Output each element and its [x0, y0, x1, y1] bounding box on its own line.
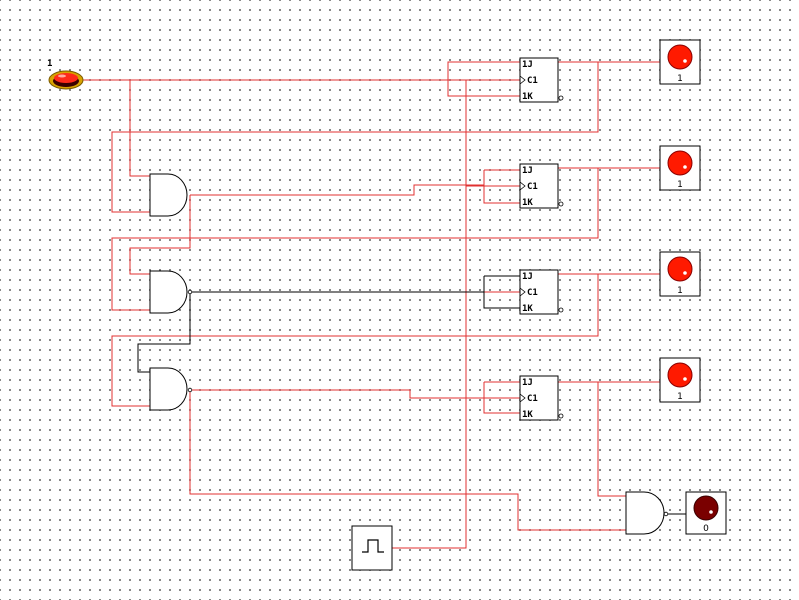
ff2-k-label: 1K: [522, 198, 533, 208]
output-lamp-2: 1: [659, 145, 701, 191]
wire-k1-tie: [447, 80, 520, 97]
wire-and3-ff4: [190, 389, 484, 399]
output-lamp-5: 0: [685, 491, 727, 535]
lamp5-value: 0: [703, 524, 709, 534]
wire-q2-and2: [111, 168, 599, 311]
wire-ff2-jk: [483, 170, 520, 204]
ff3-k-label: 1K: [522, 304, 533, 314]
ff4-k-label: 1K: [522, 410, 533, 420]
ff1-c-label: C1: [527, 76, 538, 86]
ff4-c-label: C1: [527, 394, 538, 404]
lamp4-value: 1: [677, 392, 683, 402]
wire-and3-and4: [189, 390, 626, 531]
wire-clock-bus: [392, 79, 520, 549]
ff1-j-label: 1J: [522, 60, 533, 70]
ff3-j-label: 1J: [522, 272, 533, 282]
jk-flipflop-2: 1J C1 1K: [519, 163, 564, 209]
wire-j1-tie: [447, 61, 520, 80]
output-lamp-4: 1: [659, 357, 701, 403]
wire-switch-and1: [129, 80, 150, 177]
output-lamp-1: 1: [659, 39, 701, 85]
wire-and2-and3: [137, 292, 191, 373]
ff2-c-label: C1: [527, 182, 538, 192]
ff2-j-label: 1J: [522, 166, 533, 176]
clock-generator[interactable]: [351, 525, 393, 571]
active-wires: [82, 61, 662, 549]
jk-flipflop-4: 1J C1 1K: [519, 375, 564, 421]
output-lamp-3: 1: [659, 251, 701, 297]
switch-value-label: 1: [47, 59, 52, 69]
ff1-k-label: 1K: [522, 92, 533, 102]
wire-ff4-jk: [483, 382, 520, 414]
jk-flipflop-3: 1J C1 1K: [519, 269, 564, 315]
lamp2-value: 1: [677, 180, 683, 190]
and-gate-1: [149, 173, 188, 217]
wire-q3-and3: [111, 274, 599, 407]
and-gate-2: [149, 270, 193, 314]
wire-q1-and1: [111, 62, 599, 213]
wire-and1-ff2: [190, 184, 484, 196]
inactive-wires: [137, 275, 686, 515]
and-gate-3: [149, 367, 193, 411]
and-gate-4: [625, 491, 669, 535]
ff4-j-label: 1J: [522, 378, 533, 388]
wire-and1-and2: [129, 195, 191, 275]
lamp3-value: 1: [677, 286, 683, 296]
jk-flipflop-1: 1J C1 1K: [519, 57, 564, 103]
wire-ff3-jk: [483, 276, 520, 309]
ff3-c-label: C1: [527, 288, 538, 298]
wire-q4-and4: [597, 382, 626, 497]
lamp1-value: 1: [677, 74, 683, 84]
pulse-wave-icon: [362, 539, 384, 553]
input-switch[interactable]: 1: [47, 59, 84, 90]
